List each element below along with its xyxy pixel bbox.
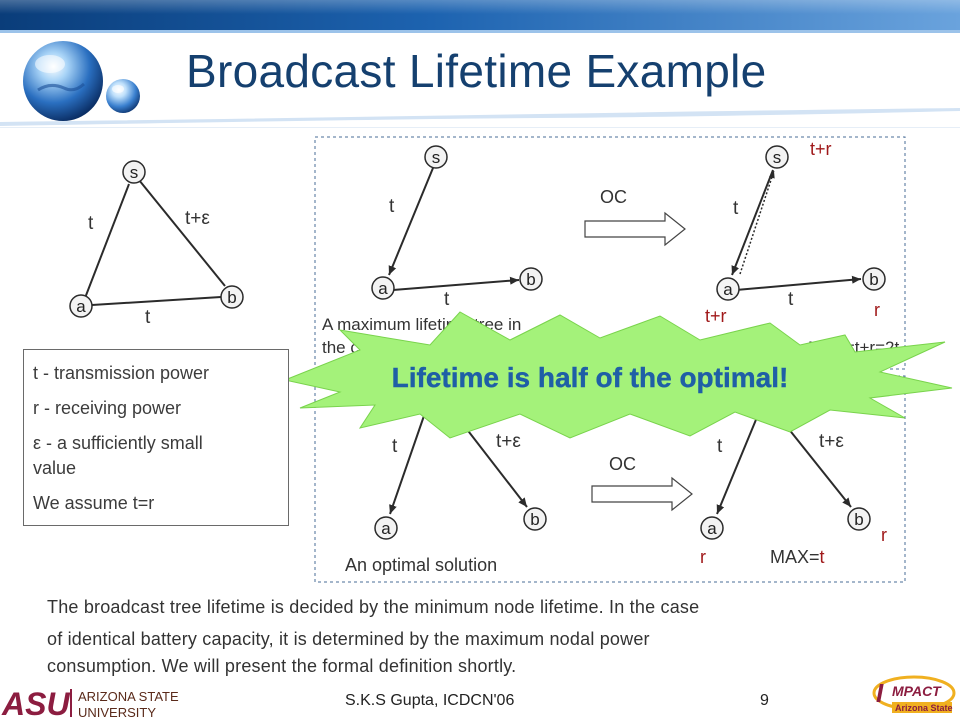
edge-ab-label: t: [444, 289, 450, 310]
node-s-label: s: [432, 148, 441, 167]
page-number: 9: [760, 692, 769, 709]
node-b: [862, 267, 886, 291]
base-graph: s a b t t+ε t: [69, 160, 244, 328]
node-a: [700, 516, 724, 540]
node-a-label: a: [381, 519, 391, 538]
node-a-label: a: [378, 279, 388, 298]
asu-logo: ASU ARIZONA STATE UNIVERSITY: [1, 686, 179, 720]
edge-sa-label: t: [88, 213, 94, 234]
legend-line-receiving: r - receiving power: [33, 398, 182, 418]
node-b-power-label: r: [874, 300, 880, 320]
body-text-line3: consumption. We will present the formal …: [47, 656, 517, 676]
node-s: [122, 160, 146, 184]
node-b-label: b: [526, 270, 535, 289]
node-b-label: b: [530, 510, 539, 529]
footer-credit: S.K.S Gupta, ICDCN'06: [345, 692, 515, 709]
oc-arrow-bottom: OC: [591, 454, 693, 512]
asu-logo-line1: ARIZONA STATE: [78, 689, 179, 704]
max-tree-graph: s a b t t A maximum lifetime tree in the…: [322, 145, 543, 357]
edge-sb-label: t+ε: [496, 431, 521, 452]
legend-line-epsilon: ε - a sufficiently small: [33, 433, 203, 453]
optimal-graph: a b t t+ε An optimal solution: [345, 409, 547, 575]
lifetime-callout: Lifetime is half of the optimal!: [283, 311, 953, 439]
body-text-line2: of identical battery capacity, it is det…: [47, 629, 650, 649]
node-a: [716, 277, 740, 301]
node-a-label: a: [707, 519, 717, 538]
node-a-power-label: r: [700, 547, 706, 567]
title-banner: [0, 0, 960, 128]
impact-logo-i: I: [876, 678, 884, 708]
globe-large-icon: [23, 41, 103, 121]
edge-sa-label: t: [717, 436, 723, 457]
edge-ab-label: t: [145, 307, 151, 328]
node-b-label: b: [869, 270, 878, 289]
node-s: [424, 145, 448, 169]
node-a-label: a: [723, 280, 733, 299]
max-value-label: MAX=t: [770, 547, 825, 567]
max-tree-oc-graph: s a b t t t+r t+r r MAX=t+r=2t: [705, 139, 899, 357]
node-b: [220, 285, 244, 309]
legend-line-epsilon-cont: value: [33, 458, 77, 478]
oc-label: OC: [600, 187, 627, 207]
oc-label: OC: [609, 454, 636, 474]
asu-logo-mark: ASU: [1, 686, 70, 720]
slide-title: Broadcast Lifetime Example: [186, 45, 767, 97]
edge-sa-label: t: [392, 436, 398, 457]
edge-ab-label: t: [788, 289, 794, 310]
node-s: [765, 145, 789, 169]
callout-text: Lifetime is half of the optimal!: [392, 362, 789, 393]
impact-logo: I MPACT Arizona State: [872, 675, 956, 713]
node-b-label: b: [227, 288, 236, 307]
node-a-power-label: t+r: [705, 306, 727, 326]
globe-small-icon: [106, 79, 140, 113]
edge-sb-label: t+ε: [819, 431, 844, 452]
impact-logo-sub: Arizona State: [895, 703, 953, 713]
edge-sa-label: t: [389, 196, 395, 217]
legend-box: t - transmission power r - receiving pow…: [23, 349, 289, 526]
asu-logo-line2: UNIVERSITY: [78, 705, 156, 720]
node-b-power-label: r: [881, 525, 887, 545]
legend-line-transmission: t - transmission power: [33, 363, 210, 383]
node-a: [69, 294, 93, 318]
node-a: [371, 276, 395, 300]
node-s-power-label: t+r: [810, 139, 832, 159]
edge-sb-label: t+ε: [185, 208, 210, 229]
oc-arrow-top: OC: [584, 187, 686, 247]
edge-sa-label: t: [733, 198, 739, 219]
node-s-label: s: [773, 148, 782, 167]
node-a: [374, 516, 398, 540]
node-b: [519, 267, 543, 291]
body-text-line1: The broadcast tree lifetime is decided b…: [47, 597, 700, 617]
node-b: [847, 507, 871, 531]
node-b: [523, 507, 547, 531]
node-s-label: s: [130, 163, 139, 182]
impact-logo-text: MPACT: [892, 683, 942, 699]
node-b-label: b: [854, 510, 863, 529]
legend-line-assumption: We assume t=r: [33, 493, 155, 513]
node-a-label: a: [76, 297, 86, 316]
optimal-caption: An optimal solution: [345, 555, 497, 575]
